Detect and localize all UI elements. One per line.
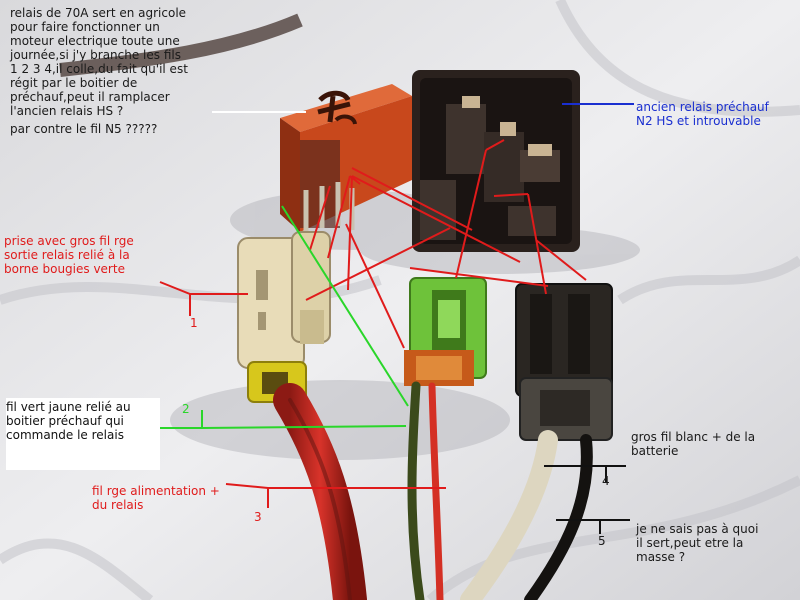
green-note-line: fil vert jaune relié au [6,400,131,414]
black-wire-note-line: masse ? [636,550,686,564]
red-note-1-line: borne bougies verte [4,262,125,276]
top-note-line: relais de 70A sert en agricole [10,6,187,20]
black-connector [515,283,613,441]
top-note-line: préchauf,peut il ramplacer [10,90,170,104]
wire-number-1: 1 [190,316,198,330]
top-note-line: pour faire fonctionner un [10,20,160,34]
blue-note: ancien relais préchauf N2 HS et introuva… [636,100,769,128]
black-relay [412,70,580,252]
dark-cable-top [59,13,303,77]
red-note-3: fil rge alimentation + du relais [92,484,220,512]
white-wire-note-line: batterie [631,444,679,458]
top-note-line: par contre le fil N5 ????? [10,122,158,136]
green-note-box: fil vert jaune relié au boitier préchauf… [6,398,160,470]
top-note-line: journée,si j'y branche les fils [10,48,181,62]
red-note-3-line: fil rge alimentation + [92,484,220,498]
green-connector [404,277,487,386]
black-pointer-lines [544,465,630,534]
black-wire-note-line: il sert,peut etre la [636,536,744,550]
top-note-line: l'ancien relais HS ? [10,104,124,118]
white-wire-note: gros fil blanc + de la batterie [631,430,755,458]
black-wire-note-line: je ne sais pas à quoi [636,522,759,536]
green-pointer-lines [160,205,409,429]
wire-number-5: 5 [598,534,606,548]
green-note-line: boitier préchauf qui [6,414,124,428]
orange-relay [280,84,412,232]
blue-note-line: N2 HS et introuvable [636,114,761,128]
green-note-line: commande le relais [6,428,124,442]
wire-number-3: 3 [254,510,262,524]
red-note-1: prise avec gros fil rge sortie relais re… [4,234,134,276]
top-note-line: régit par le boitier de [10,76,138,90]
red-note-1-line: prise avec gros fil rge [4,234,134,248]
top-note-line: moteur electrique toute une [10,34,180,48]
red-note-1-line: sortie relais relié à la [4,248,130,262]
black-wire-note: je ne sais pas à quoi il sert,peut etre … [636,522,758,564]
wires [273,381,593,600]
top-note-line: 1 2 3 4,il colle,du fait qu'il est [10,62,188,76]
blue-note-line: ancien relais préchauf [636,100,769,114]
wire-number-4: 4 [602,474,610,488]
white-wire-note-line: gros fil blanc + de la [631,430,756,444]
red-note-3-line: du relais [92,498,144,512]
top-note: relais de 70A sert en agricole pour fair… [10,6,188,136]
wire-number-2: 2 [182,402,190,416]
red-pointer-lines [159,139,587,508]
